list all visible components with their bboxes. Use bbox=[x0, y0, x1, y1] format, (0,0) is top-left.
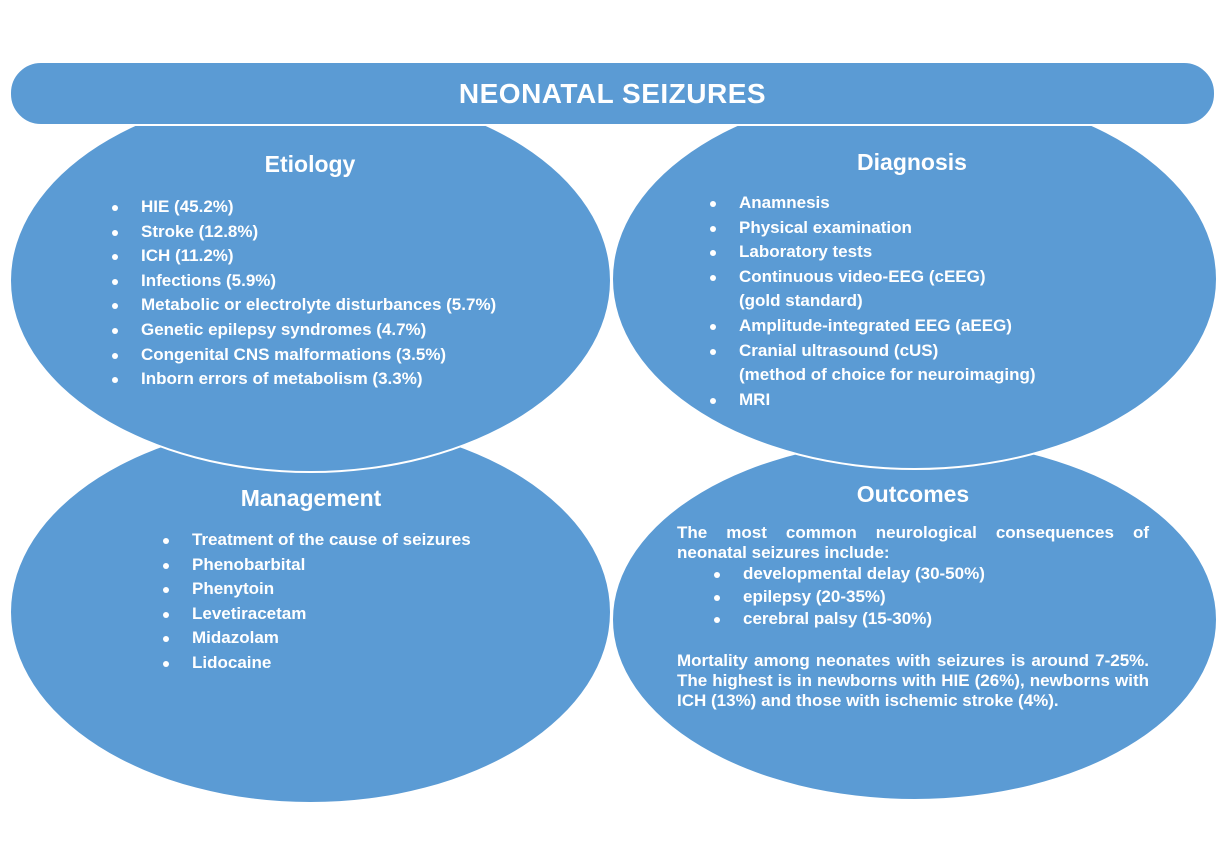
outcomes-shape bbox=[611, 438, 1218, 801]
list-item: Infections (5.9%) bbox=[110, 269, 496, 294]
list-item: Continuous video-EEG (cEEG) (gold standar… bbox=[708, 265, 1036, 314]
list-item: Congenital CNS malformations (3.5%) bbox=[110, 343, 496, 368]
list-item: Inborn errors of metabolism (3.3%) bbox=[110, 367, 496, 392]
management-shape bbox=[9, 420, 612, 804]
list-item: Amplitude-integrated EEG (aEEG) bbox=[708, 314, 1036, 339]
list-item: HIE (45.2%) bbox=[110, 195, 496, 220]
list-item: Genetic epilepsy syndromes (4.7%) bbox=[110, 318, 496, 343]
list-item-text: Laboratory tests bbox=[739, 242, 873, 262]
list-item: Physical examination bbox=[708, 216, 1036, 241]
list-item: cerebral palsy (15-30%) bbox=[712, 608, 1149, 631]
outcomes-panel: The most common neurological consequence… bbox=[677, 523, 1149, 711]
page-title: NEONATAL SEIZURES bbox=[458, 77, 767, 109]
list-item: Anamnesis bbox=[708, 191, 1036, 216]
list-item: Lidocaine bbox=[161, 651, 471, 676]
list-item: epilepsy (20-35%) bbox=[712, 586, 1149, 609]
list-item: Treatment of the cause of seizures bbox=[161, 528, 471, 553]
list-item-note: (method of choice for neuroimaging) bbox=[739, 365, 1036, 385]
etiology-shape bbox=[9, 88, 612, 473]
list-item: ICH (11.2%) bbox=[110, 244, 496, 269]
outcomes-heading: Outcomes bbox=[856, 481, 970, 507]
list-item: developmental delay (30-50%) bbox=[712, 563, 1149, 586]
etiology-list: HIE (45.2%)Stroke (12.8%)ICH (11.2%)Infe… bbox=[110, 195, 496, 392]
list-item-text: Physical examination bbox=[739, 217, 912, 237]
list-item: Cranial ultrasound (cUS) (method of choic… bbox=[708, 339, 1036, 388]
outcomes-mortality-text: Mortality among neonates with seizures i… bbox=[677, 651, 1149, 711]
list-item: Stroke (12.8%) bbox=[110, 220, 496, 245]
list-item: Metabolic or electrolyte disturbances (5… bbox=[110, 293, 496, 318]
title-banner: NEONATAL SEIZURES bbox=[9, 61, 1216, 126]
management-heading: Management bbox=[240, 485, 382, 511]
list-item: MRI bbox=[708, 388, 1036, 413]
list-item-text: MRI bbox=[739, 389, 771, 409]
list-item-text: Anamnesis bbox=[739, 193, 830, 212]
outcomes-intro-text: The most common neurological consequence… bbox=[677, 523, 1149, 562]
list-item-text: Amplitude-integrated EEG (aEEG) bbox=[739, 315, 1012, 335]
list-item-text: Continuous video-EEG (cEEG) bbox=[739, 266, 986, 286]
etiology-panel: HIE (45.2%)Stroke (12.8%)ICH (11.2%)Infe… bbox=[110, 195, 496, 392]
outcomes-list: developmental delay (30-50%)epilepsy (20… bbox=[712, 563, 1149, 631]
diagnosis-heading: Diagnosis bbox=[857, 149, 967, 175]
list-item-text: Cranial ultrasound (cUS) bbox=[739, 340, 939, 360]
list-item-note: (gold standard) bbox=[739, 291, 863, 311]
list-item: Phenobarbital bbox=[161, 553, 471, 578]
list-item: Laboratory tests bbox=[708, 240, 1036, 265]
list-item: Levetiracetam bbox=[161, 602, 471, 627]
list-item: Midazolam bbox=[161, 626, 471, 651]
etiology-heading: Etiology bbox=[264, 151, 356, 177]
list-item: Phenytoin bbox=[161, 577, 471, 602]
